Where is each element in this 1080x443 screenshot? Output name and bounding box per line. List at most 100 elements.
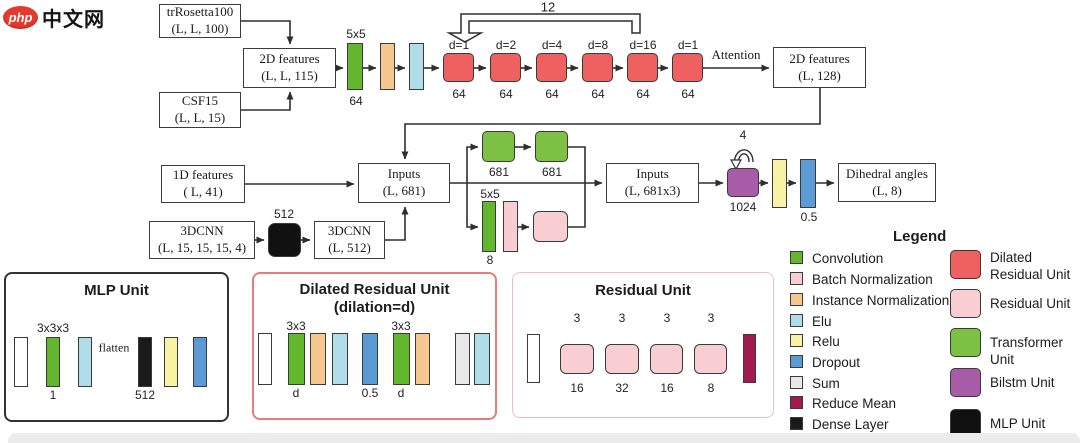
node-shape: (L, 512) (328, 240, 371, 255)
node-label: Dihedral angles (846, 165, 928, 181)
dropout-rate-label: 0.5 (800, 210, 818, 224)
attention-label: Attention (711, 47, 761, 62)
reduce-mean-block (743, 334, 756, 383)
node-3dcnn-in: 3DCNN (L, 15, 15, 15, 4) (149, 221, 255, 259)
dense-block (138, 337, 152, 387)
legend-swatch-dilated-residual-unit (950, 250, 981, 279)
node-shape: (L, 681) (382, 183, 426, 198)
legend-label: Dropout (812, 355, 861, 370)
node-inputs-681x3: Inputs (L, 681x3) (606, 163, 699, 203)
filters-label: 64 (681, 87, 695, 101)
width-label: 681 (541, 165, 563, 179)
legend-label: Convolution (812, 251, 884, 266)
legend-label: Dilated Residual Unit (990, 250, 1071, 282)
node-inputs-681: Inputs (L, 681) (358, 163, 450, 203)
dilation-label: d=16 (629, 38, 657, 52)
node-shape: (L, L, 100) (171, 21, 229, 36)
bottom-divider (8, 433, 1080, 443)
repeat-count-label: 3 (618, 311, 626, 325)
node-label: 2D features (259, 51, 320, 67)
legend-swatch-bilstm-unit (950, 368, 981, 397)
legend-title: Legend (893, 228, 947, 245)
node-2d-features-in: 2D features (L, L, 115) (243, 48, 336, 88)
relu-block (772, 159, 787, 208)
transformer-block-1 (482, 131, 515, 162)
dilation-label: d=2 (495, 38, 517, 52)
batch-norm-block (560, 344, 594, 374)
instance-norm-block (380, 43, 395, 90)
legend-label: Bilstm Unit (990, 375, 1055, 390)
kernel-label: 5x5 (346, 27, 366, 41)
bilstm-block (727, 168, 759, 197)
node-label: Inputs (636, 166, 669, 182)
width-label: 681 (488, 165, 510, 179)
node-2d-features-out: 2D features (L, 128) (773, 47, 866, 88)
kernel-label: 5x5 (480, 187, 500, 201)
dilation-label: d=1 (448, 38, 470, 52)
dropout-rate-label: 0.5 (361, 386, 379, 400)
legend-swatch-relu (790, 334, 803, 347)
dropout-block (800, 159, 816, 208)
repeat-count-label: 3 (707, 311, 715, 325)
node-label: 2D features (789, 50, 850, 66)
filters-label: 16 (660, 381, 674, 395)
elu-block (474, 333, 490, 385)
sum-block (455, 333, 470, 385)
legend-swatch-dropout (790, 355, 803, 368)
filters-label: 64 (349, 94, 363, 108)
node-shape: (L, 128) (798, 67, 841, 83)
filters-label: 64 (591, 87, 605, 101)
legend-label: MLP Unit (990, 416, 1046, 431)
elu-block (332, 333, 348, 385)
legend-swatch-reduce-mean (790, 396, 803, 409)
batch-norm-block (503, 201, 518, 252)
legend-swatch-transformer-unit (950, 328, 981, 357)
filters-label: 64 (636, 87, 650, 101)
node-3dcnn-out: 3DCNN (L, 512) (314, 221, 385, 259)
legend-label: Transformer Unit (990, 335, 1064, 367)
convolution-block (393, 333, 410, 385)
repeat-count-label: 3 (573, 311, 581, 325)
legend-label: Reduce Mean (812, 396, 897, 411)
legend-swatch-elu (790, 314, 803, 327)
repeat-count-label: 4 (739, 128, 747, 142)
mlp-unit-block (268, 223, 301, 257)
kernel-label: 3x3 (391, 319, 411, 333)
node-shape: (L, 15, 15, 15, 4) (157, 240, 247, 255)
dropout-block (193, 337, 207, 387)
convolution-block (46, 337, 60, 387)
filters-label: 64 (545, 87, 559, 101)
node-label: CSF15 (181, 93, 219, 109)
repeat-count-label: 12 (540, 0, 556, 15)
dilated-residual-block-4 (582, 53, 613, 82)
filters-label: 64 (452, 87, 466, 101)
legend-swatch-sum (790, 376, 803, 389)
convolution-block (482, 201, 496, 252)
site-logo[interactable]: php 中文网 (3, 3, 105, 32)
panel-subtitle: (dilation=d) (333, 299, 416, 316)
batch-norm-block (650, 344, 683, 374)
transformer-block-2 (535, 131, 568, 162)
node-1d-features: 1D features ( L, 41) (161, 165, 245, 203)
filters-label: 8 (486, 253, 494, 267)
convolution-block (347, 43, 363, 90)
dilated-residual-block-2 (490, 53, 521, 82)
legend-label: Sum (812, 376, 840, 391)
dilation-label: d=1 (677, 38, 699, 52)
filters-label: 8 (707, 381, 715, 395)
legend-label: Instance Normalization (812, 293, 950, 308)
dense-size-label: 512 (273, 207, 295, 221)
flatten-label: flatten (98, 340, 130, 355)
panel-title: Dilated Residual Unit (299, 281, 450, 298)
legend-swatch-instance-norm (790, 293, 803, 306)
legend-swatch-residual-unit (950, 289, 981, 318)
input-block (14, 337, 28, 387)
node-dihedral-angles: Dihedral angles (L, 8) (838, 163, 936, 202)
instance-norm-block (310, 333, 326, 385)
site-name: 中文网 (42, 9, 105, 31)
filters-label: 64 (499, 87, 513, 101)
dropout-block (362, 333, 378, 385)
panel-title: Residual Unit (595, 282, 691, 299)
dilated-residual-block-5 (627, 53, 658, 82)
